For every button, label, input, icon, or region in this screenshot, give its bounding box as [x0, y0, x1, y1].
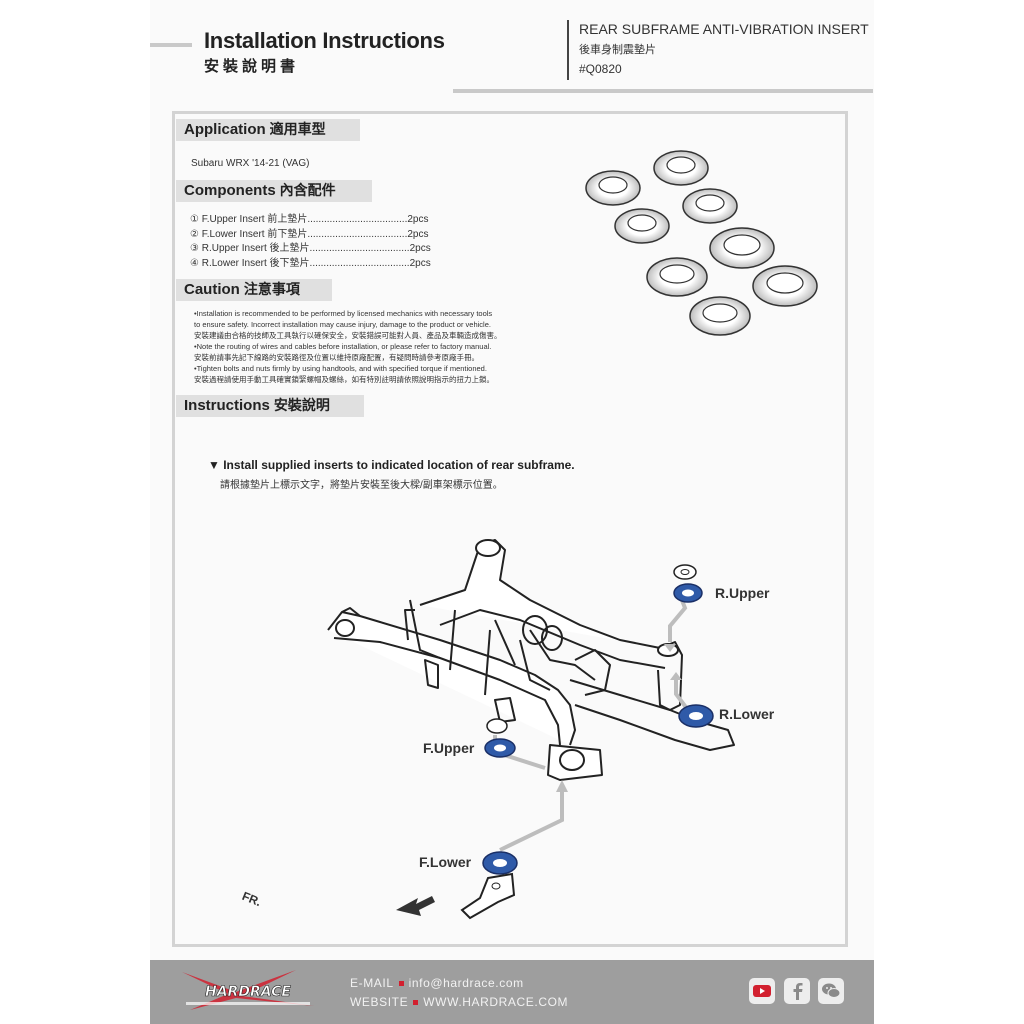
inserts-product-photo [585, 150, 818, 336]
header-divider [567, 20, 569, 80]
label-r-upper: R.Upper [715, 585, 770, 601]
youtube-icon[interactable] [749, 978, 775, 1004]
facebook-icon[interactable] [784, 978, 810, 1004]
section-title: Application [184, 121, 266, 138]
product-name: REAR SUBFRAME ANTI-VIBRATION INSERT [579, 21, 869, 37]
caution-line: 安裝前請事先記下線路的安裝路徑及位置以維持原廠配置，有疑問時請參考原廠手冊。 [194, 353, 479, 362]
caution-line: •Note the routing of wires and cables be… [194, 342, 492, 351]
section-title-cn: 注意事項 [243, 282, 300, 298]
insert-ring-icon [614, 208, 670, 244]
insert-ring-icon [653, 150, 709, 186]
component-item-f-lower: ② F.Lower Insert 前下墊片...................… [190, 229, 429, 240]
footer-email: E-MAIL info@hardrace.com [350, 976, 524, 990]
component-item-f-upper: ① F.Upper Insert 前上墊片...................… [190, 214, 429, 225]
header-rule-left [150, 43, 192, 47]
caution-line: •Tighten bolts and nuts firmly by using … [194, 364, 487, 373]
r-upper-insert-icon [673, 564, 703, 603]
insert-ring-icon [752, 265, 818, 307]
label-f-upper: F.Upper [423, 740, 475, 756]
website-link[interactable]: WWW.HARDRACE.COM [423, 995, 569, 1009]
header-rule-right [453, 89, 873, 93]
page-title: Installation Instructions [204, 28, 445, 53]
f-lower-insert-icon [460, 851, 518, 920]
application-vehicle: Subaru WRX '14-21 (VAG) [191, 158, 310, 169]
page-title-cn: 安裝說明書 [204, 57, 300, 75]
subframe-diagram [327, 539, 735, 920]
label-r-lower: R.Lower [719, 706, 775, 722]
insert-ring-icon [585, 170, 641, 206]
product-code: #Q0820 [579, 62, 622, 76]
hardrace-logo: HARDRACE [182, 970, 314, 1010]
section-title: Instructions [184, 397, 270, 414]
section-title: Components [184, 182, 276, 199]
bullet-icon [398, 981, 404, 986]
section-title-cn: 安裝說明 [273, 398, 330, 414]
front-direction-arrow-icon [396, 896, 435, 916]
insert-ring-icon [689, 296, 751, 336]
section-title: Caution [184, 281, 240, 298]
section-title-cn: 適用車型 [269, 122, 326, 138]
caution-line: to ensure safety. Incorrect installation… [194, 320, 491, 329]
component-item-r-upper: ③ R.Upper Insert 後上墊片...................… [190, 243, 431, 254]
email-label: E-MAIL [350, 976, 394, 990]
logo-text: HARDRACE [205, 984, 291, 1000]
section-title-cn: 內含配件 [279, 183, 336, 199]
f-upper-insert-icon [484, 718, 516, 758]
bullet-icon [413, 1000, 419, 1005]
instruction-step: ▼ Install supplied inserts to indicated … [208, 458, 575, 472]
caution-line: •Installation is recommended to be perfo… [194, 309, 493, 318]
arrow-heads [556, 644, 682, 792]
caution-line: 安裝過程請使用手動工具確實鎖緊螺帽及螺絲，如有特別註明請依照說明指示的扭力上鎖。 [194, 375, 494, 384]
instruction-step-cn: 請根據墊片上標示文字，將墊片安裝至後大樑/副車架標示位置。 [220, 480, 503, 491]
website-label: WEBSITE [350, 995, 409, 1009]
label-f-lower: F.Lower [419, 854, 472, 870]
caution-line: 安裝建議由合格的技師及工具執行以確保安全，安裝錯誤可能對人員、產品及車輛造成傷害… [194, 331, 502, 340]
component-item-r-lower: ④ R.Lower Insert 後下墊片...................… [190, 258, 431, 269]
footer-website: WEBSITE WWW.HARDRACE.COM [350, 995, 568, 1009]
insert-ring-icon [646, 257, 708, 297]
wechat-icon[interactable] [818, 978, 844, 1004]
rear-subframe-drawing [327, 539, 735, 781]
product-name-cn: 後車身制震墊片 [579, 44, 656, 56]
insert-ring-icon [682, 188, 738, 224]
r-lower-insert-icon [678, 704, 714, 728]
email-link[interactable]: info@hardrace.com [408, 976, 524, 990]
insert-ring-icon [709, 227, 775, 269]
